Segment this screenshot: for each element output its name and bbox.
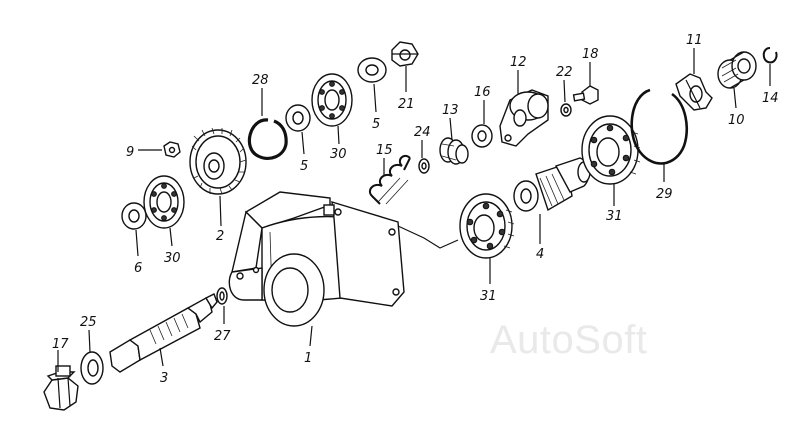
callout-15: 15 <box>376 143 393 158</box>
callout-5b: 5 <box>372 117 380 132</box>
callout-11: 11 <box>686 33 703 48</box>
part-15-spring <box>368 154 411 205</box>
part-5-washer-upper <box>357 57 387 83</box>
callout-18: 18 <box>582 47 599 62</box>
part-4-pinion-shaft <box>513 157 591 212</box>
leader-5a <box>301 131 305 155</box>
callout-17: 17 <box>52 337 69 352</box>
assembly-link-line <box>397 225 459 249</box>
leader-25 <box>88 329 91 353</box>
part-13-valve-piston <box>439 137 469 165</box>
part-30-bearing-left <box>143 175 185 229</box>
part-31-bearing-middle <box>459 193 515 259</box>
callout-22: 22 <box>556 65 573 80</box>
part-27-small-ring <box>216 287 228 305</box>
leader-30a <box>169 227 173 247</box>
part-12-cover <box>499 89 549 147</box>
callout-21: 21 <box>398 97 415 112</box>
callout-6: 6 <box>134 261 142 276</box>
part-16-washer <box>471 124 493 148</box>
part-18-bolt <box>572 85 599 105</box>
part-14-small-ring <box>762 47 778 64</box>
callout-31b: 31 <box>606 209 623 224</box>
part-2-gear <box>189 127 247 195</box>
part-5-washer-left <box>285 104 311 132</box>
part-31-bearing-right <box>581 115 641 185</box>
leader-1 <box>309 325 313 347</box>
leader-22 <box>563 79 566 103</box>
callout-25: 25 <box>80 315 97 330</box>
callout-27: 27 <box>214 329 231 344</box>
part-30-bearing-upper <box>311 73 353 127</box>
callout-10: 10 <box>728 113 745 128</box>
leader-3 <box>159 347 164 367</box>
part-29-large-snap-ring <box>630 88 688 165</box>
part-10-needle-bearing <box>717 51 757 89</box>
part-1-housing <box>228 191 405 327</box>
callout-12: 12 <box>510 55 527 70</box>
part-22-small-washer <box>560 103 572 117</box>
callout-30b: 30 <box>330 147 347 162</box>
callout-30a: 30 <box>164 251 181 266</box>
callout-2: 2 <box>216 229 224 244</box>
leader-5b <box>373 83 377 113</box>
watermark-logo: AutoSoft <box>490 318 648 362</box>
leader-10 <box>733 87 737 109</box>
callout-29: 29 <box>656 187 673 202</box>
callout-9: 9 <box>126 145 134 160</box>
callout-14: 14 <box>762 91 779 106</box>
part-6-washer <box>121 202 147 230</box>
part-25-washer <box>80 351 104 385</box>
part-3-splined-shaft <box>109 293 218 373</box>
callout-5a: 5 <box>300 159 308 174</box>
leader-6 <box>135 229 139 257</box>
part-17-hex-plug <box>43 365 79 411</box>
callout-13: 13 <box>442 103 459 118</box>
part-21-nut <box>391 41 419 67</box>
callout-28: 28 <box>252 73 269 88</box>
callout-31a: 31 <box>480 289 497 304</box>
part-28-snap-ring <box>247 118 288 160</box>
callout-4: 4 <box>536 247 544 262</box>
callout-3: 3 <box>160 371 168 386</box>
callout-16: 16 <box>474 85 491 100</box>
part-24-small-ring <box>418 158 430 174</box>
leader-30b <box>337 125 340 145</box>
callout-1: 1 <box>304 351 312 366</box>
part-9-small-nut <box>163 141 181 158</box>
leader-13 <box>449 117 453 141</box>
part-11-fork <box>675 73 713 111</box>
leader-2 <box>219 195 222 227</box>
callout-24: 24 <box>414 125 431 140</box>
